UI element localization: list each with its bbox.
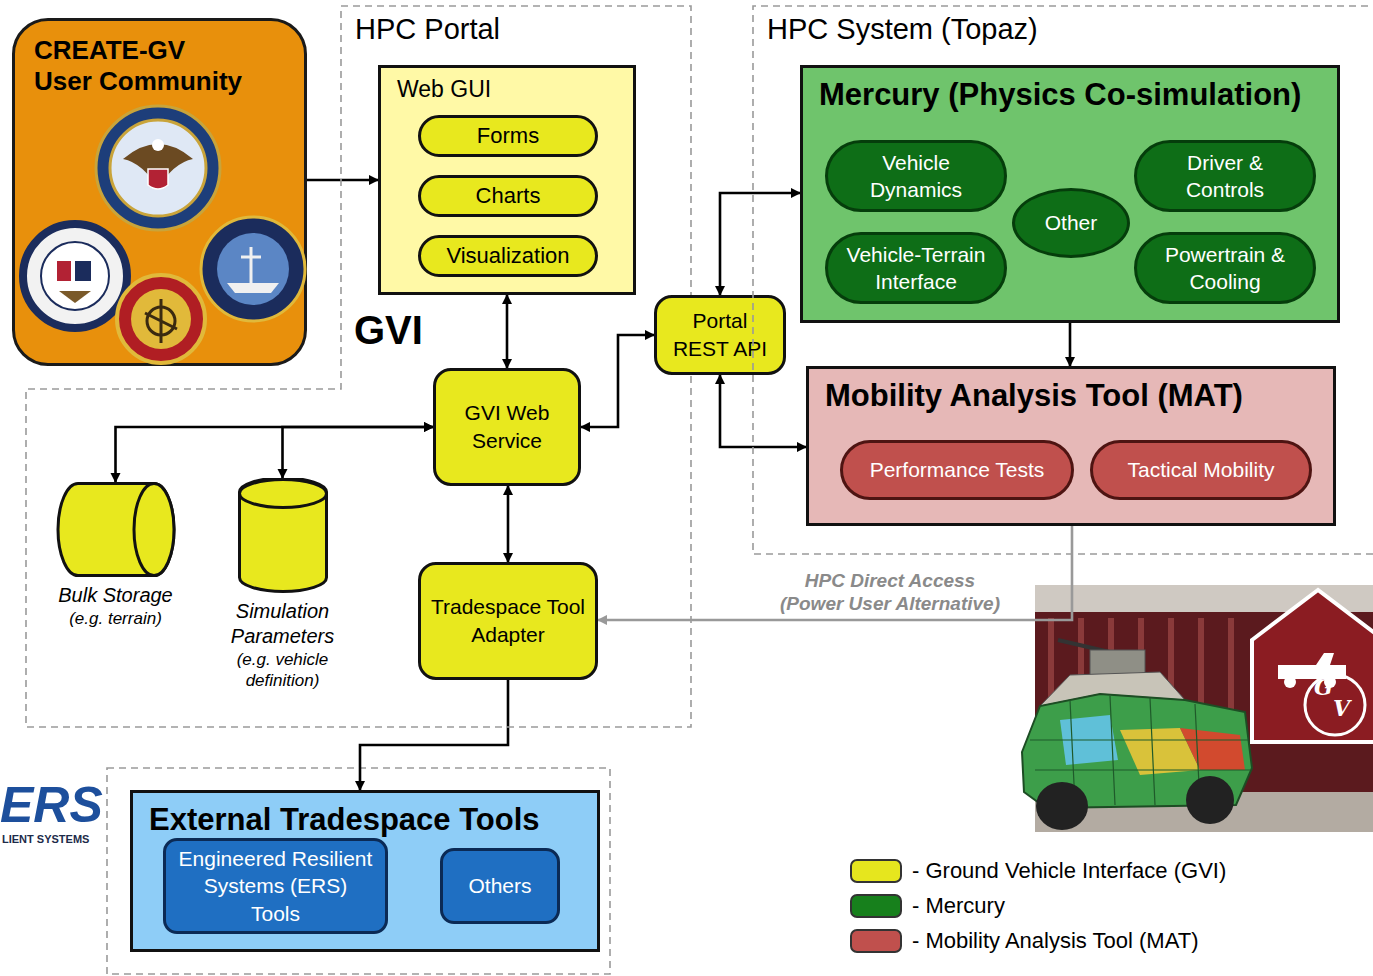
panel-heading: External Tradespace Tools (133, 793, 597, 838)
cylinder-body (239, 478, 326, 592)
dashed-group-outline (107, 768, 610, 974)
tradespace-tool: Engineered Resilient Systems (ERS) Tools (163, 838, 388, 934)
logo-subtext: LIENT SYSTEMS (2, 833, 89, 845)
gui-item-pill: Forms (418, 115, 598, 157)
mat-module: Performance Tests (840, 440, 1074, 500)
legend-row: - Mercury (850, 893, 1005, 919)
connector-arrow (507, 486, 510, 562)
dod-seal (96, 106, 220, 230)
storage-example: (e.g. terrain) (48, 608, 183, 629)
gvi-component-box: Portal REST API (654, 295, 786, 375)
box-label: Portal REST API (665, 307, 775, 364)
legend-row: - Mobility Analysis Tool (MAT) (850, 928, 1198, 954)
database-cylinder: Simulation Parameters(e.g. vehicle defin… (210, 478, 355, 692)
portal-region: HPC PortalGVI Web GUI FormsChartsVisualiza… (25, 5, 692, 728)
navy-seal (201, 217, 305, 321)
connector-arrow (581, 335, 654, 427)
box-label: Tradespace Tool Adapter (429, 593, 587, 650)
legend-swatch (850, 929, 902, 953)
dashed-outline (26, 6, 691, 727)
storage-name: Simulation Parameters (210, 599, 355, 649)
mercury-module: Vehicle Dynamics (825, 140, 1007, 212)
box-label: Performance Tests (870, 456, 1045, 483)
storage-name: Bulk Storage (48, 583, 183, 608)
cylinder-body (58, 484, 174, 576)
box-label: Other (1045, 209, 1098, 236)
cylinder-top (239, 480, 326, 508)
dashed-outline (753, 6, 1373, 554)
gvi-component-box: GVI Web Service (433, 368, 581, 486)
box-label: Engineered Resilient Systems (ERS) Tools (178, 845, 373, 927)
storage-example: (e.g. vehicle definition) (210, 649, 355, 692)
legend-swatch (850, 894, 902, 918)
connector-arrow (360, 680, 508, 790)
region-title: HPC System (Topaz) (767, 13, 1038, 46)
direct-access-arrow (598, 526, 1072, 620)
mercury-module: Driver & Controls (1134, 140, 1316, 212)
box-label: Vehicle Dynamics (842, 149, 990, 204)
region-title: HPC Portal (355, 13, 500, 46)
region-tag: GVI (354, 307, 423, 353)
connector-arrow (1069, 323, 1072, 366)
gui-item-pill: Visualization (418, 235, 598, 277)
mat-module: Tactical Mobility (1090, 440, 1312, 500)
box-label: Tactical Mobility (1127, 456, 1274, 483)
logo-letter: V (1333, 697, 1350, 719)
web-gui-panel: Web GUI FormsChartsVisualization (378, 65, 636, 295)
edge-label: HPC Direct Access (Power User Alternativ… (771, 570, 1009, 616)
legend-text: - Mobility Analysis Tool (MAT) (912, 928, 1198, 954)
army-seal (23, 224, 127, 328)
connector-arrow (720, 193, 800, 295)
box-label: Visualization (446, 243, 569, 269)
logo-text: ERS (0, 780, 103, 830)
box-label: Charts (476, 183, 541, 209)
hpc-system-region: HPC System (Topaz) Mercury (Physics Co-si… (752, 5, 1373, 555)
cylinder-shape (56, 482, 176, 577)
panel-heading: CREATE-GV User Community (15, 21, 247, 96)
mat-panel: Mobility Analysis Tool (MAT) Performance … (806, 366, 1336, 526)
legend-swatch (850, 859, 902, 883)
box-label: Forms (477, 123, 539, 149)
connector-arrow (283, 427, 434, 478)
connector-arrow (116, 427, 434, 482)
panel-heading: Mobility Analysis Tool (MAT) (809, 369, 1333, 414)
box-label: Driver & Controls (1151, 149, 1299, 204)
logo-letter: G (1314, 676, 1333, 698)
box-label: Others (468, 872, 531, 899)
gv-logo (1252, 590, 1373, 742)
box-label: GVI Web Service (444, 399, 570, 456)
storage-cylinder: Bulk Storage(e.g. terrain) (48, 482, 183, 629)
box-label: Vehicle-Terrain Interface (842, 241, 990, 296)
cylinder-end (134, 484, 174, 576)
vehicle-model (1022, 640, 1252, 830)
panel-heading: Web GUI (381, 68, 633, 103)
tradespace-tool: Others (440, 848, 560, 924)
community-panel: CREATE-GV User Community (12, 18, 307, 366)
tradespace-panel: External Tradespace ToolsEngineered Resi… (130, 790, 600, 952)
box-label: Powertrain & Cooling (1151, 241, 1299, 296)
marines-seal (117, 275, 205, 363)
mercury-module: Powertrain & Cooling (1134, 232, 1316, 304)
gui-item-pill: Charts (418, 175, 598, 217)
legend-text: - Ground Vehicle Interface (GVI) (912, 858, 1226, 884)
connector-arrow (720, 375, 806, 447)
gvi-component-box: Tradespace Tool Adapter (418, 562, 598, 680)
legend-row: - Ground Vehicle Interface (GVI) (850, 858, 1226, 884)
mercury-module: Vehicle-Terrain Interface (825, 232, 1007, 304)
legend-text: - Mercury (912, 893, 1005, 919)
mercury-panel: Mercury (Physics Co-simulation) Vehicle D… (800, 65, 1340, 323)
panel-heading: Mercury (Physics Co-simulation) (803, 68, 1337, 113)
connector-arrow (307, 179, 378, 182)
connector-arrow (506, 295, 509, 368)
mercury-module: Other (1012, 188, 1130, 258)
cylinder-shape (238, 478, 328, 593)
